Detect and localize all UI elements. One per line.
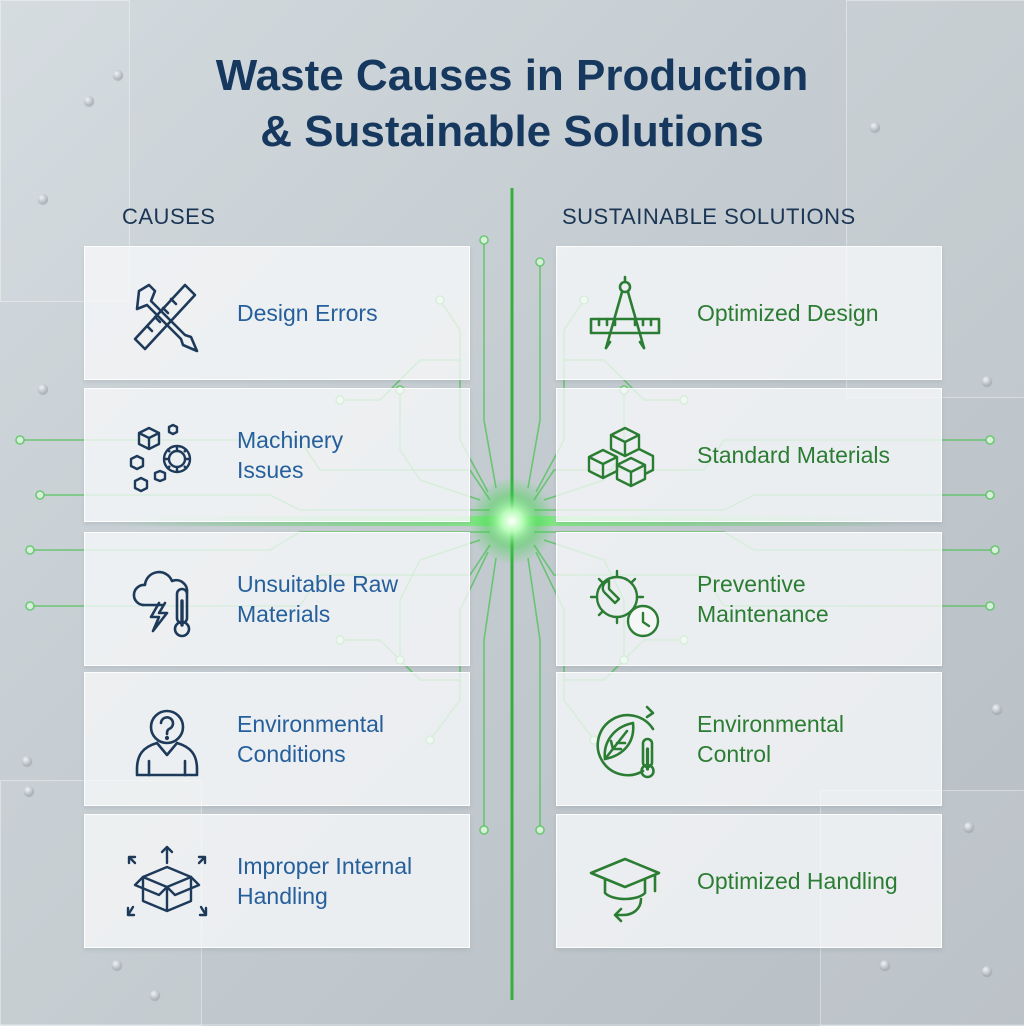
circuit-node <box>479 825 489 835</box>
center-glow <box>468 477 556 565</box>
page-title: Waste Causes in Production & Sustainable… <box>0 48 1024 160</box>
solution-label: Standard Materials <box>697 442 891 468</box>
solution-card-standard-materials: Standard Materials <box>556 388 942 522</box>
rivet <box>992 704 1002 714</box>
circuit-node <box>990 545 1000 555</box>
circuit-trace <box>527 557 541 830</box>
cause-card-design-errors: Design Errors <box>84 246 470 380</box>
cause-card-unsuitable-raw-materials: Unsuitable Raw Materials <box>84 532 470 666</box>
circuit-trace <box>527 262 541 489</box>
rivet <box>38 384 48 394</box>
compass-ruler-icon <box>583 273 667 357</box>
rivet <box>22 756 32 766</box>
solution-card-environmental-control: Environmental Control <box>556 672 942 806</box>
solution-card-optimized-design: Optimized Design <box>556 246 942 380</box>
solutions-column-heading: SUSTAINABLE SOLUTIONS <box>562 204 856 229</box>
circuit-node <box>35 490 45 500</box>
rivet <box>38 194 48 204</box>
cause-label: Design Errors <box>237 300 378 326</box>
solution-card-preventive-maintenance: Preventive Maintenance <box>556 532 942 666</box>
rivet <box>982 966 992 976</box>
cause-card-environmental-conditions: Environmental Conditions <box>84 672 470 806</box>
solution-label: Preventive Maintenance <box>697 571 829 627</box>
title-line-2: & Sustainable Solutions <box>260 107 764 156</box>
cause-label: Environmental Conditions <box>237 711 385 767</box>
solution-label: Environmental Control <box>697 711 845 767</box>
cause-label: Improper Internal Handling <box>237 853 413 909</box>
causes-column-heading: CAUSES <box>122 204 216 229</box>
circuit-node <box>25 545 35 555</box>
rivet <box>982 376 992 386</box>
circuit-trace <box>483 240 497 489</box>
rivet <box>84 96 94 106</box>
cause-card-machinery-issues: Machinery Issues <box>84 388 470 522</box>
gears-cubes-icon <box>125 415 209 499</box>
ruler-wrench-icon <box>125 273 209 357</box>
rivet <box>112 960 122 970</box>
solution-label: Optimized Design <box>697 300 879 326</box>
circuit-node <box>535 257 545 267</box>
rivet <box>870 122 880 132</box>
cause-label: Unsuitable Raw Materials <box>237 571 399 627</box>
box-arrows-icon <box>125 841 209 925</box>
circuit-node <box>535 825 545 835</box>
graduation-cap-icon <box>583 841 667 925</box>
circuit-node <box>479 235 489 245</box>
rivet <box>113 70 123 80</box>
rivet <box>964 822 974 832</box>
rivet <box>150 990 160 1000</box>
leaf-thermometer-icon <box>583 699 667 783</box>
solution-card-optimized-handling: Optimized Handling <box>556 814 942 948</box>
confused-person-icon <box>125 699 209 783</box>
circuit-node <box>985 435 995 445</box>
circuit-node <box>15 435 25 445</box>
circuit-node <box>985 601 995 611</box>
storm-thermometer-icon <box>125 559 209 643</box>
stacked-cubes-icon <box>583 415 667 499</box>
title-line-1: Waste Causes in Production <box>215 51 809 100</box>
circuit-node <box>985 490 995 500</box>
rivet <box>880 960 890 970</box>
solution-label: Optimized Handling <box>697 868 898 894</box>
cause-label: Machinery Issues <box>237 427 344 483</box>
rivet <box>24 786 34 796</box>
gear-wrench-clock-icon <box>583 559 667 643</box>
circuit-node <box>25 601 35 611</box>
circuit-trace <box>483 557 497 830</box>
cause-card-improper-internal-handling: Improper Internal Handling <box>84 814 470 948</box>
